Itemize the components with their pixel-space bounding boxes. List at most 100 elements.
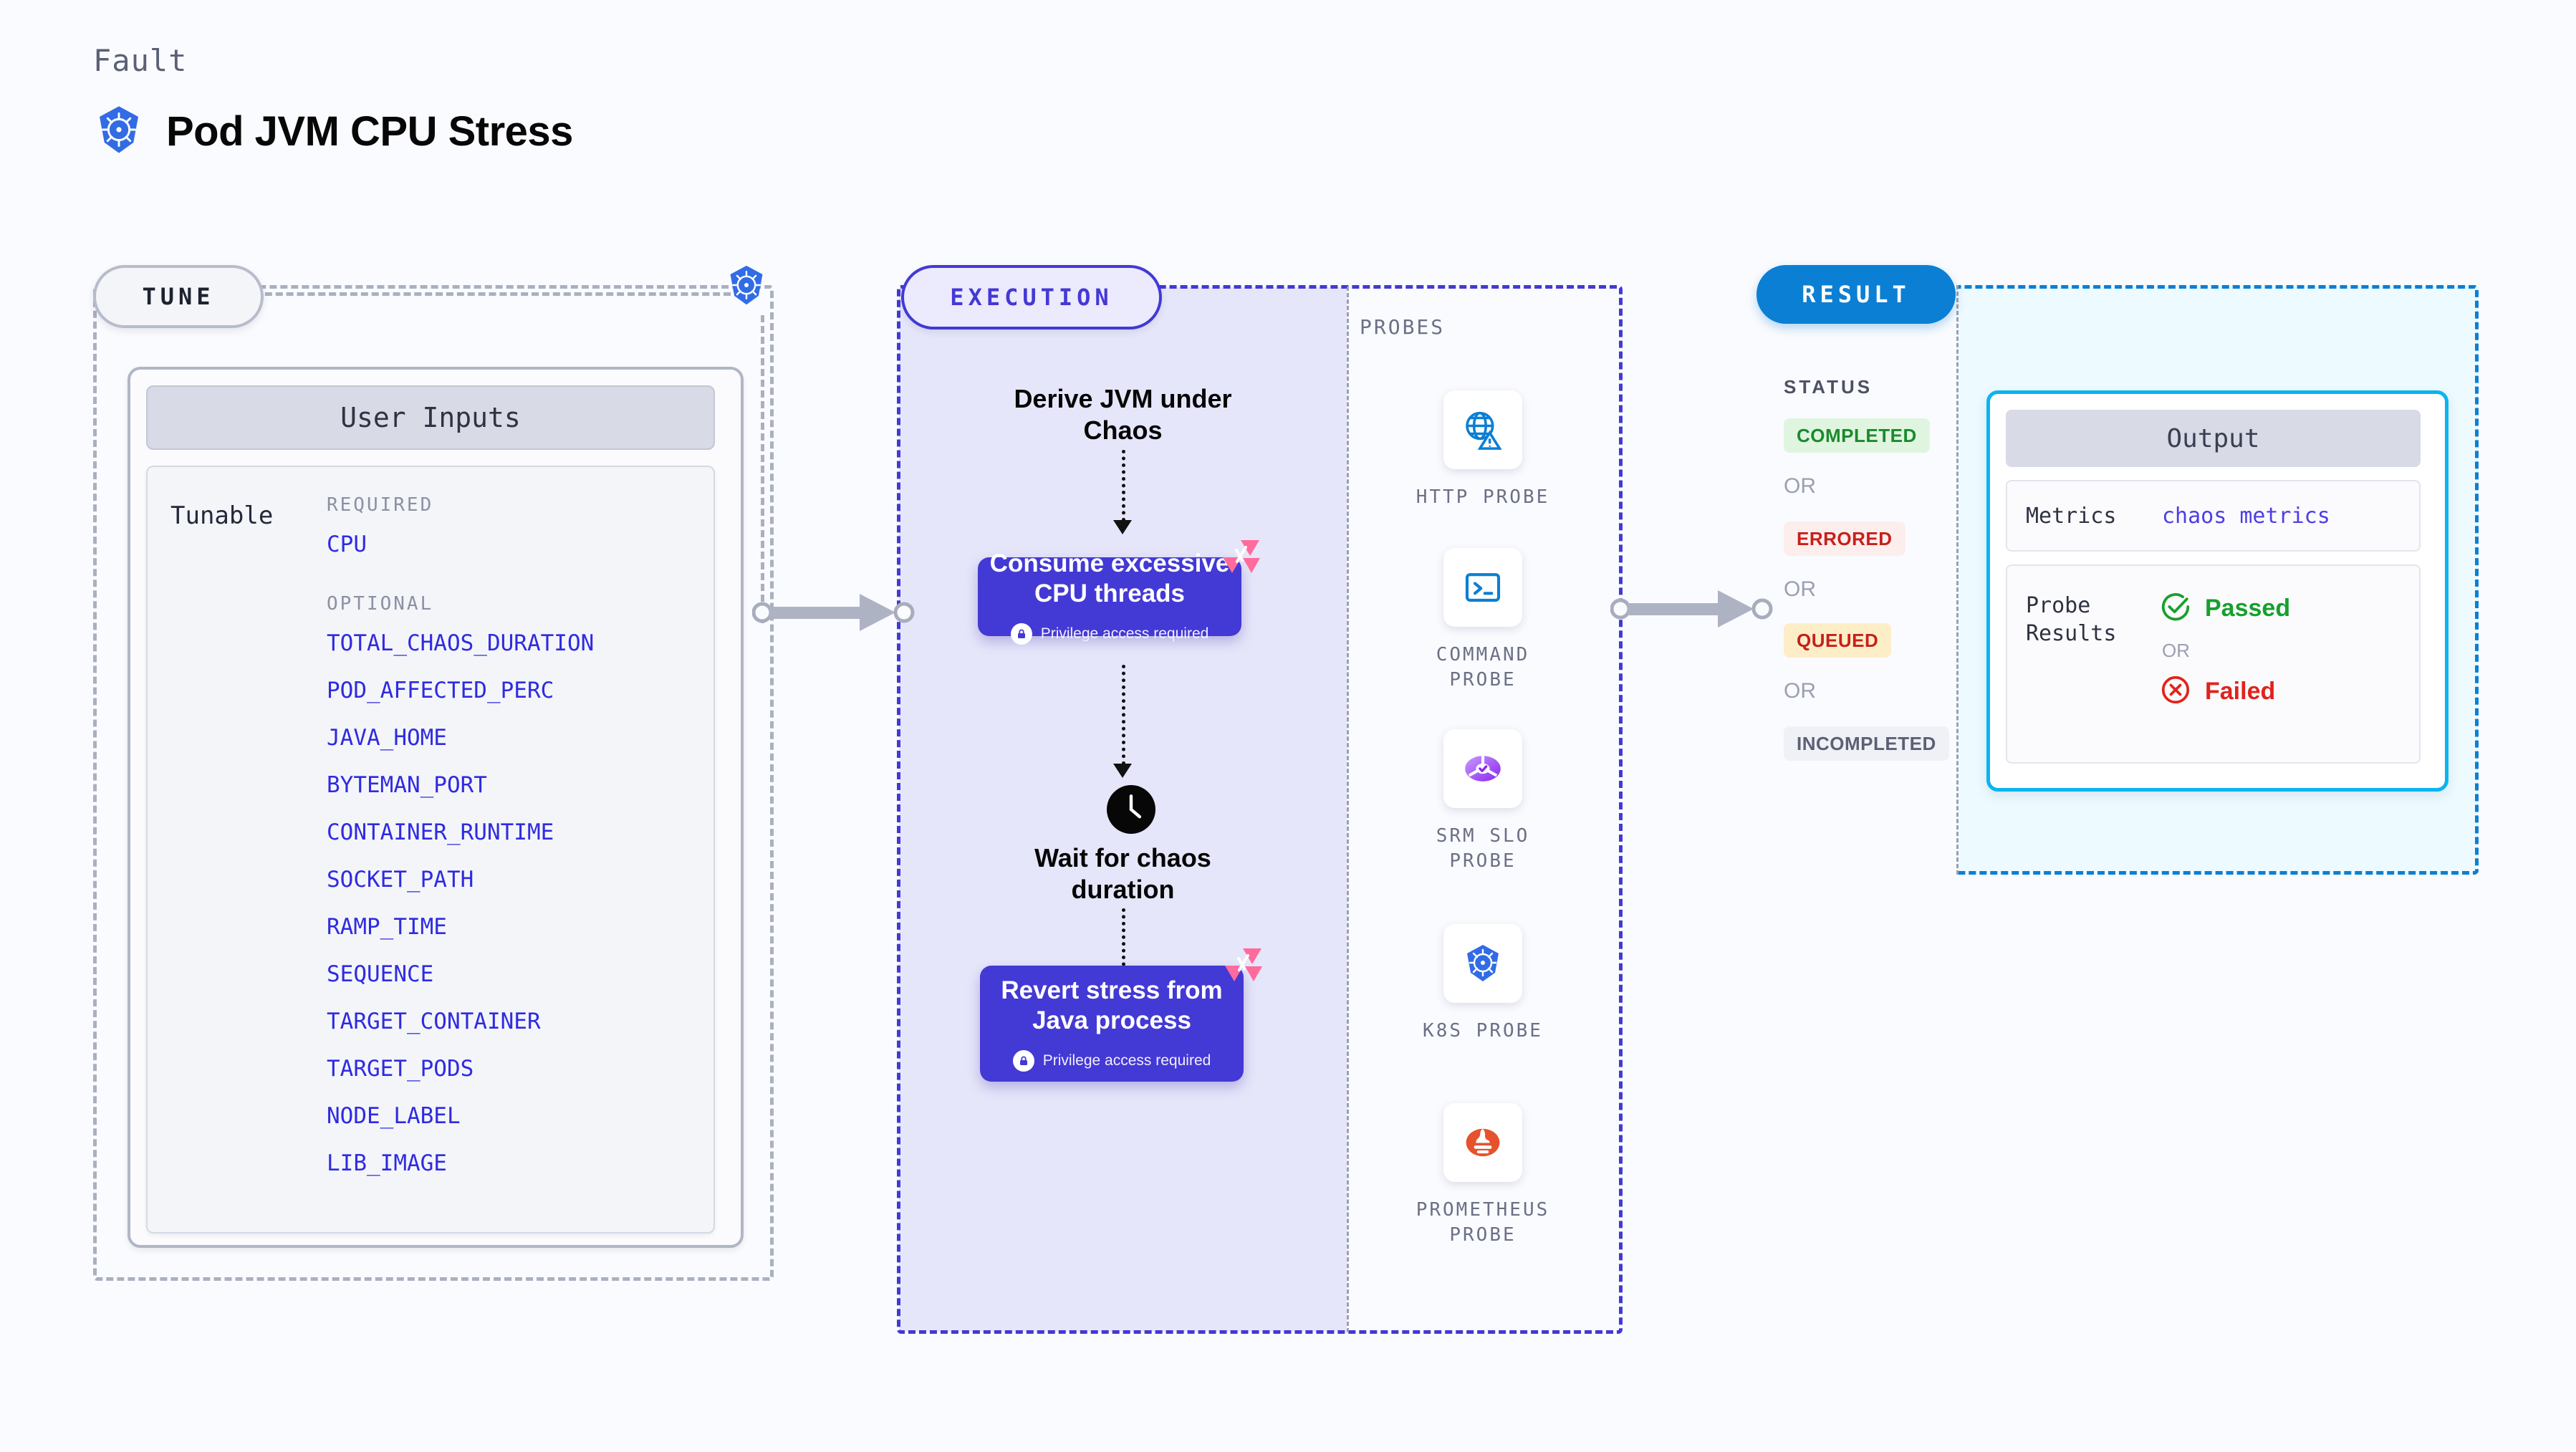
x-circle-icon	[2159, 673, 2192, 710]
result-status-column	[1756, 285, 1959, 875]
status-badge-label: ERRORED	[1797, 527, 1893, 549]
probe-result-passed: Passed	[2159, 590, 2290, 627]
tunable-item[interactable]: SEQUENCE	[327, 961, 434, 987]
result-pill-label: RESULT	[1802, 281, 1911, 308]
probe-item-k8s[interactable]: K8S PROBE	[1397, 924, 1569, 1044]
or-separator: OR	[1784, 679, 1816, 703]
status-badge-label: COMPLETED	[1797, 424, 1917, 446]
probes-divider	[1347, 287, 1349, 1332]
check-circle-icon	[2159, 590, 2192, 627]
kubernetes-icon	[1443, 924, 1522, 1003]
probe-result-failed: Failed	[2159, 673, 2290, 710]
tune-dashed-connector-horizontal	[254, 292, 731, 296]
harness-chaos-icon	[1221, 539, 1261, 580]
result-stage-pill[interactable]: RESULT	[1756, 265, 1956, 324]
probe-label: K8S PROBE	[1423, 1020, 1543, 1042]
probe-item-prometheus[interactable]: PROMETHEUS PROBE	[1397, 1103, 1569, 1248]
user-inputs-title: User Inputs	[146, 385, 715, 450]
privilege-text: Privilege access required	[1042, 1052, 1211, 1069]
probe-label: COMMAND PROBE	[1436, 644, 1530, 691]
kubernetes-icon	[93, 104, 145, 159]
tunable-item[interactable]: NODE_LABEL	[327, 1103, 461, 1129]
tunable-list: REQUIRED CPU OPTIONAL TOTAL_CHAOS_DURATI…	[327, 494, 699, 1198]
tunable-box: Tunable REQUIRED CPU OPTIONAL TOTAL_CHAO…	[146, 466, 715, 1234]
tunable-label: Tunable	[170, 501, 274, 530]
or-separator: OR	[1784, 577, 1816, 601]
execution-stage-pill[interactable]: EXECUTION	[901, 265, 1162, 330]
tune-stage-pill[interactable]: TUNE	[93, 265, 264, 328]
tunable-item[interactable]: SOCKET_PATH	[327, 867, 474, 893]
execution-step-4-title: Revert stress from Java process	[1001, 976, 1223, 1034]
lock-icon	[1012, 1050, 1034, 1072]
flow-line-1	[1122, 450, 1125, 521]
user-inputs-card: User Inputs Tunable REQUIRED CPU OPTIONA…	[128, 367, 744, 1248]
page-title: Pod JVM CPU Stress	[166, 108, 573, 155]
failed-label: Failed	[2205, 678, 2276, 705]
page-header: Fault Pod JVM CPU Stress	[93, 43, 573, 159]
privilege-note: Privilege access required	[1010, 623, 1208, 645]
status-badge-incompleted: INCOMPLETED	[1784, 726, 1949, 761]
execution-step-3-label: Wait for chaos duration	[1034, 843, 1211, 904]
metrics-row: Metrics chaos metrics	[2006, 480, 2421, 552]
tune-dashed-connector-vertical	[761, 315, 764, 623]
output-title: Output	[2006, 410, 2421, 467]
connector-tune-to-execution	[752, 594, 915, 631]
execution-pill-label: EXECUTION	[950, 284, 1113, 311]
execution-step-2-box[interactable]: Consume excessive CPU threads Privilege …	[978, 540, 1260, 645]
tune-pill-label: TUNE	[142, 283, 215, 310]
srm-slo-icon	[1443, 729, 1522, 808]
tunable-item[interactable]: CPU	[327, 532, 367, 557]
or-separator: OR	[2162, 640, 2190, 661]
tunable-item[interactable]: CONTAINER_RUNTIME	[327, 819, 554, 845]
tunable-item[interactable]: JAVA_HOME	[327, 725, 447, 751]
status-badge-label: INCOMPLETED	[1797, 732, 1936, 754]
status-badge-queued: QUEUED	[1784, 623, 1892, 658]
prometheus-icon	[1443, 1103, 1522, 1182]
execution-step-4-box[interactable]: Revert stress from Java process Privileg…	[980, 948, 1262, 1082]
group-heading-optional: OPTIONAL	[327, 593, 434, 615]
eyebrow-label: Fault	[93, 43, 188, 78]
tunable-item[interactable]: LIB_IMAGE	[327, 1150, 447, 1176]
probes-section-label: PROBES	[1360, 315, 1446, 339]
status-badge-errored: ERRORED	[1784, 521, 1905, 556]
connector-execution-to-result	[1610, 590, 1773, 628]
or-separator: OR	[1784, 474, 1816, 498]
privilege-note: Privilege access required	[1012, 1050, 1211, 1072]
lock-icon	[1010, 623, 1032, 645]
passed-label: Passed	[2205, 595, 2291, 622]
probe-label: HTTP PROBE	[1416, 486, 1550, 508]
status-badge-label: QUEUED	[1797, 629, 1879, 651]
terminal-icon	[1443, 548, 1522, 627]
kubernetes-icon	[725, 264, 768, 310]
probe-item-srm-slo[interactable]: SRM SLO PROBE	[1397, 729, 1569, 874]
status-badge-completed: COMPLETED	[1784, 418, 1930, 453]
globe-alert-icon	[1443, 390, 1522, 469]
tunable-item[interactable]: TARGET_PODS	[327, 1056, 474, 1082]
probe-item-command[interactable]: COMMAND PROBE	[1397, 548, 1569, 693]
probe-label: PROMETHEUS PROBE	[1416, 1199, 1550, 1246]
metrics-value[interactable]: chaos metrics	[2162, 503, 2330, 529]
flow-line-3	[1122, 908, 1125, 973]
tunable-item[interactable]: RAMP_TIME	[327, 914, 447, 940]
probe-item-http[interactable]: HTTP PROBE	[1397, 390, 1569, 510]
title-row: Pod JVM CPU Stress	[93, 104, 573, 159]
flow-arrow-1	[1113, 520, 1132, 534]
tunable-item[interactable]: POD_AFFECTED_PERC	[327, 678, 554, 703]
metrics-key: Metrics	[2026, 503, 2117, 529]
probe-label: SRM SLO PROBE	[1436, 825, 1530, 872]
tunable-item[interactable]: TARGET_CONTAINER	[327, 1009, 541, 1034]
harness-chaos-icon	[1224, 947, 1264, 988]
execution-step-1-label: Derive JVM under Chaos	[1014, 384, 1232, 445]
tunable-item[interactable]: TOTAL_CHAOS_DURATION	[327, 630, 595, 656]
group-heading-required: REQUIRED	[327, 494, 434, 516]
clock-icon	[1107, 785, 1155, 837]
tunable-item[interactable]: BYTEMAN_PORT	[327, 772, 487, 798]
execution-panel	[897, 285, 1623, 1334]
execution-step-2-title: Consume excessive CPU threads	[989, 549, 1230, 607]
tune-panel	[93, 285, 774, 1281]
flow-arrow-2	[1113, 764, 1132, 778]
status-label: STATUS	[1784, 376, 1873, 398]
